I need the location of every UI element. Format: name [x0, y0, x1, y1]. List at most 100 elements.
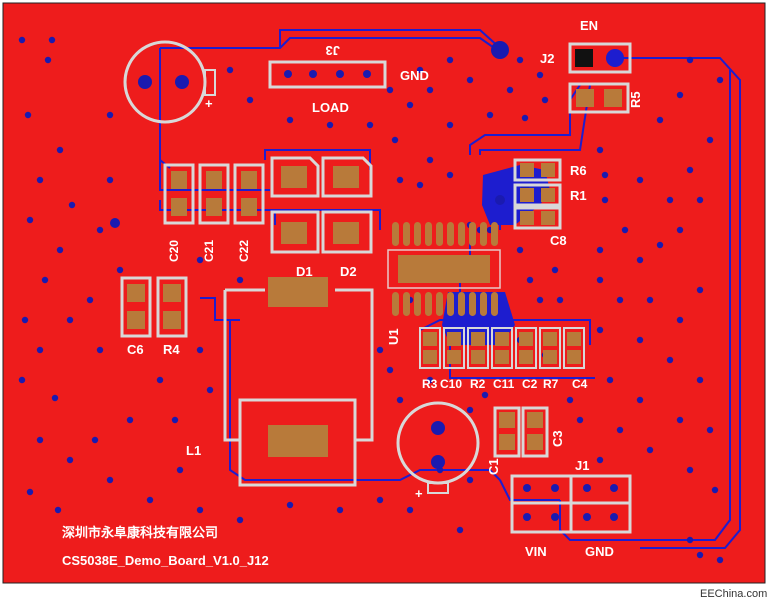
- via: [536, 296, 544, 304]
- resistor-r4: R4: [156, 276, 188, 357]
- via: [646, 296, 654, 304]
- ic-pin: [469, 222, 476, 246]
- label-r3: R3: [422, 377, 438, 391]
- via: [66, 316, 74, 324]
- via: [26, 216, 34, 224]
- via: [686, 166, 694, 174]
- via: [386, 366, 394, 374]
- via: [686, 56, 694, 64]
- label-r6: R6: [570, 163, 587, 178]
- via: [636, 336, 644, 344]
- via: [606, 376, 614, 384]
- via: [171, 416, 179, 424]
- via: [36, 436, 44, 444]
- via: [286, 501, 294, 509]
- ic-pin: [403, 292, 410, 316]
- label-c3: C3: [550, 430, 565, 447]
- via: [21, 316, 29, 324]
- via: [506, 86, 514, 94]
- ic-pin: [425, 222, 432, 246]
- ic-pin: [491, 292, 498, 316]
- capacitor-c6: C6: [120, 276, 152, 357]
- capacitor-c20: C20: [163, 163, 195, 262]
- via: [206, 386, 214, 394]
- via: [706, 136, 714, 144]
- via: [516, 246, 524, 254]
- resistor-r6: R6: [513, 158, 587, 182]
- inductor-l1: L1: [186, 277, 374, 487]
- via: [196, 346, 204, 354]
- via: [676, 316, 684, 324]
- via: [236, 276, 244, 284]
- label-r2: R2: [470, 377, 486, 391]
- ic-pin: [392, 292, 399, 316]
- label-c21: C21: [202, 240, 216, 262]
- via: [536, 71, 544, 79]
- label-load: LOAD: [312, 100, 349, 115]
- label-j1: J1: [575, 458, 589, 473]
- passive-component: [563, 327, 585, 369]
- board-name: CS5038E_Demo_Board_V1.0_J12: [62, 553, 269, 568]
- label-u1: U1: [386, 328, 401, 345]
- via: [396, 176, 404, 184]
- label-c6: C6: [127, 342, 144, 357]
- via: [696, 551, 704, 559]
- via: [226, 66, 234, 74]
- capacitor-c22: C22: [233, 163, 265, 262]
- ic-pin: [425, 292, 432, 316]
- via: [636, 396, 644, 404]
- via: [326, 121, 334, 129]
- diode-d1: D1: [270, 156, 320, 279]
- via: [106, 476, 114, 484]
- via: [696, 286, 704, 294]
- via: [366, 121, 374, 129]
- via: [56, 146, 64, 154]
- via: [596, 246, 604, 254]
- via: [526, 276, 534, 284]
- via: [406, 506, 414, 514]
- company-name: 深圳市永阜康科技有限公司: [62, 525, 218, 540]
- via: [196, 506, 204, 514]
- label-d1: D1: [296, 264, 313, 279]
- watermark: EEChina.com: [700, 588, 767, 600]
- via: [36, 176, 44, 184]
- via: [676, 91, 684, 99]
- ic-pin: [480, 222, 487, 246]
- label-c10: C10: [440, 377, 462, 391]
- via: [716, 556, 724, 564]
- via: [396, 396, 404, 404]
- via: [596, 146, 604, 154]
- via: [86, 296, 94, 304]
- via: [621, 226, 629, 234]
- passive-component: [467, 327, 489, 369]
- via: [246, 96, 254, 104]
- board-background: [2, 2, 766, 584]
- via: [636, 176, 644, 184]
- via: [336, 506, 344, 514]
- label-r4: R4: [163, 342, 180, 357]
- connector-j3: J3 GND LOAD: [268, 43, 429, 115]
- capacitor-c21: C21: [198, 163, 230, 262]
- via: [541, 96, 549, 104]
- ic-pin: [392, 222, 399, 246]
- label-c11: C11: [493, 377, 515, 391]
- via: [666, 196, 674, 204]
- via: [521, 114, 529, 122]
- via: [176, 466, 184, 474]
- resistor-r5: R5: [568, 82, 643, 114]
- cap-plus-bottom: +: [415, 486, 423, 501]
- label-r5: R5: [628, 91, 643, 108]
- resistor-r1: R1: [513, 183, 587, 207]
- via: [66, 456, 74, 464]
- via: [426, 376, 434, 384]
- via: [116, 266, 124, 274]
- via: [646, 446, 654, 454]
- via: [110, 218, 120, 228]
- passive-component: [419, 327, 441, 369]
- passive-component: [443, 327, 465, 369]
- electrolytic-capacitor-top: +: [123, 40, 216, 124]
- via: [146, 496, 154, 504]
- ic-u1: U1: [386, 222, 501, 345]
- via: [686, 536, 694, 544]
